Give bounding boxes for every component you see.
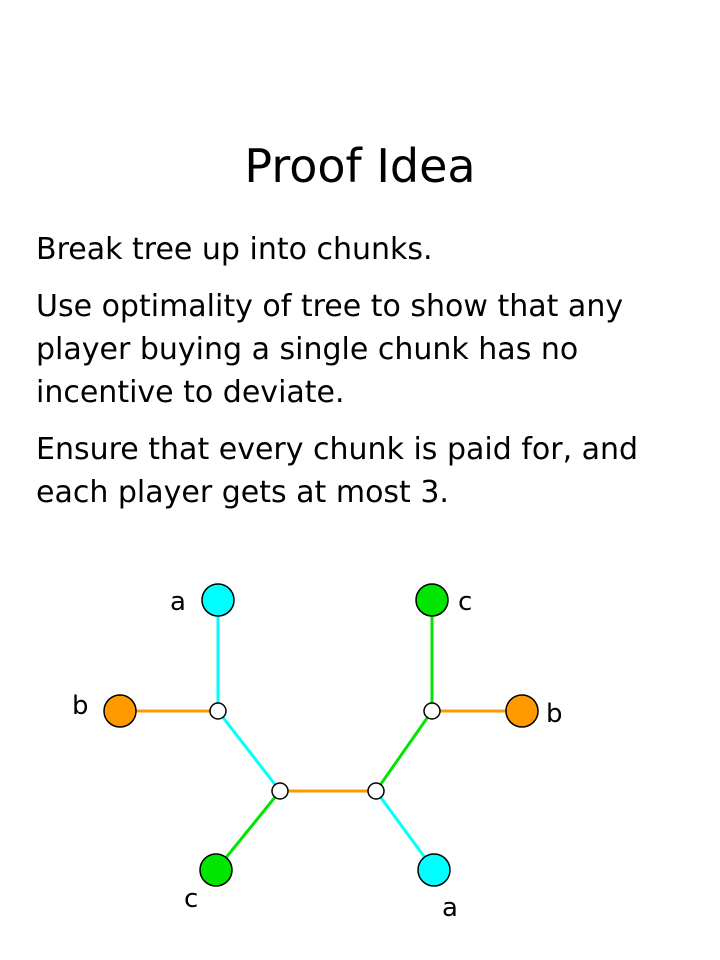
steiner-node-right-upper bbox=[423, 702, 441, 720]
bullet-break-tree: Break tree up into chunks. bbox=[36, 232, 433, 267]
terminal-node-c-top bbox=[415, 583, 449, 617]
terminal-node-a-bottom bbox=[417, 853, 451, 887]
steiner-nodes bbox=[209, 702, 441, 800]
terminal-nodes bbox=[103, 583, 539, 887]
terminal-label-a-bottom: a bbox=[442, 893, 458, 923]
terminal-node-a-top bbox=[201, 583, 235, 617]
steiner-node-right-lower bbox=[367, 782, 385, 800]
terminal-node-c-bottom bbox=[199, 853, 233, 887]
bullet-paid-for: Ensure that every chunk is paid for, and… bbox=[36, 432, 639, 510]
bullet-list: Break tree up into chunks. Use optimalit… bbox=[36, 228, 706, 528]
terminal-node-b-left bbox=[103, 694, 137, 728]
steiner-node-left-upper bbox=[209, 702, 227, 720]
steiner-node-left-lower bbox=[271, 782, 289, 800]
terminal-labels: a b c c b a bbox=[72, 587, 563, 923]
terminal-label-c-top: c bbox=[458, 587, 472, 617]
edge-c-bottom bbox=[214, 790, 282, 871]
tree-edges bbox=[120, 600, 522, 871]
edge-left-inner bbox=[216, 710, 282, 792]
terminal-label-b-left: b bbox=[72, 691, 89, 721]
edge-right-inner bbox=[374, 710, 434, 792]
terminal-label-c-bottom: c bbox=[184, 884, 198, 914]
terminal-label-a-top: a bbox=[170, 587, 186, 617]
slide-title: Proof Idea bbox=[244, 139, 476, 193]
terminal-label-b-right: b bbox=[546, 699, 563, 729]
terminal-node-b-right bbox=[505, 694, 539, 728]
bullet-optimality: Use optimality of tree to show that any … bbox=[36, 289, 624, 410]
